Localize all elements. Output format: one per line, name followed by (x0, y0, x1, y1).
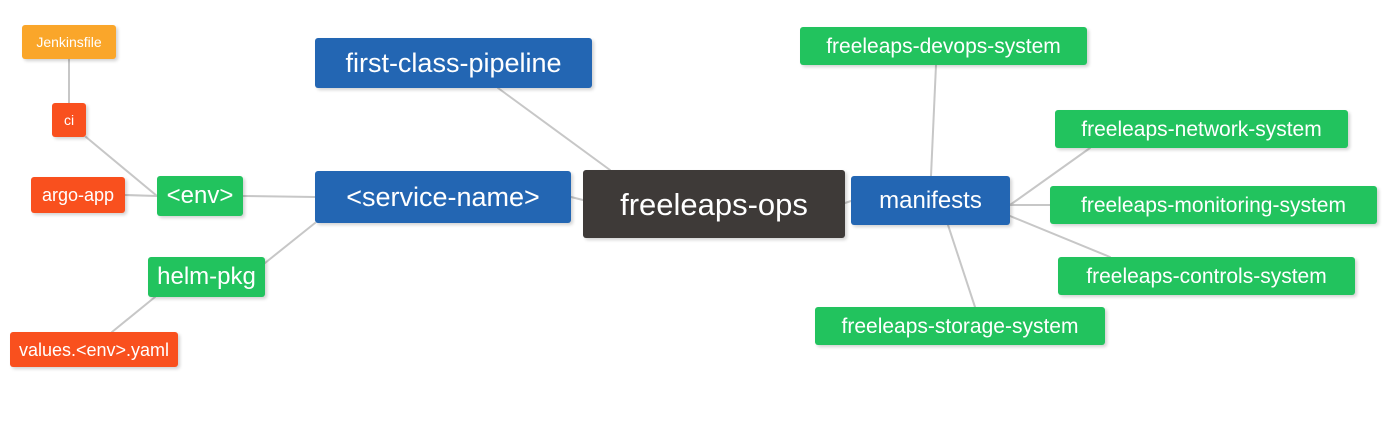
edge-helm-pkg-to-values-yaml (111, 296, 156, 333)
node-label: <env> (166, 182, 234, 209)
edge-argo-app-to-env (124, 194, 158, 197)
edge-manifests-to-storage-system (947, 224, 976, 308)
node-freeleaps-ops[interactable]: freeleaps-ops (583, 170, 845, 238)
node-monitoring-system[interactable]: freeleaps-monitoring-system (1050, 186, 1377, 224)
node-storage-system[interactable]: freeleaps-storage-system (815, 307, 1105, 345)
node-network-system[interactable]: freeleaps-network-system (1055, 110, 1348, 148)
node-label: freeleaps-devops-system (826, 34, 1061, 58)
node-label: Jenkinsfile (36, 34, 102, 50)
edge-manifests-to-devops-system (930, 64, 937, 177)
node-label: values.<env>.yaml (18, 339, 170, 360)
node-service-name[interactable]: <service-name> (315, 171, 571, 223)
edge-env-to-service-name (242, 195, 316, 198)
node-label: freeleaps-controls-system (1086, 264, 1327, 288)
node-jenkinsfile[interactable]: Jenkinsfile (22, 25, 116, 59)
node-helm-pkg[interactable]: helm-pkg (148, 257, 265, 297)
node-devops-system[interactable]: freeleaps-devops-system (800, 27, 1087, 65)
node-label: freeleaps-ops (620, 186, 808, 222)
edge-first-class-pipeline-to-freeleaps-ops (497, 87, 611, 171)
node-label: freeleaps-monitoring-system (1081, 193, 1346, 217)
node-ci[interactable]: ci (52, 103, 86, 137)
node-label: first-class-pipeline (345, 47, 562, 78)
node-label: argo-app (41, 185, 115, 205)
node-label: ci (63, 112, 75, 128)
node-manifests[interactable]: manifests (851, 176, 1010, 225)
node-values-yaml[interactable]: values.<env>.yaml (10, 332, 178, 367)
node-env[interactable]: <env> (157, 176, 243, 216)
node-label: <service-name> (346, 181, 540, 212)
node-label: helm-pkg (157, 263, 256, 290)
node-label: freeleaps-network-system (1081, 117, 1322, 141)
node-first-class-pipeline[interactable]: first-class-pipeline (315, 38, 592, 88)
node-label: manifests (879, 186, 982, 214)
node-argo-app[interactable]: argo-app (31, 177, 125, 213)
edge-service-name-to-helm-pkg (264, 222, 316, 264)
edge-service-name-to-freeleaps-ops (570, 196, 584, 201)
node-label: freeleaps-storage-system (841, 314, 1079, 338)
node-controls-system[interactable]: freeleaps-controls-system (1058, 257, 1355, 295)
